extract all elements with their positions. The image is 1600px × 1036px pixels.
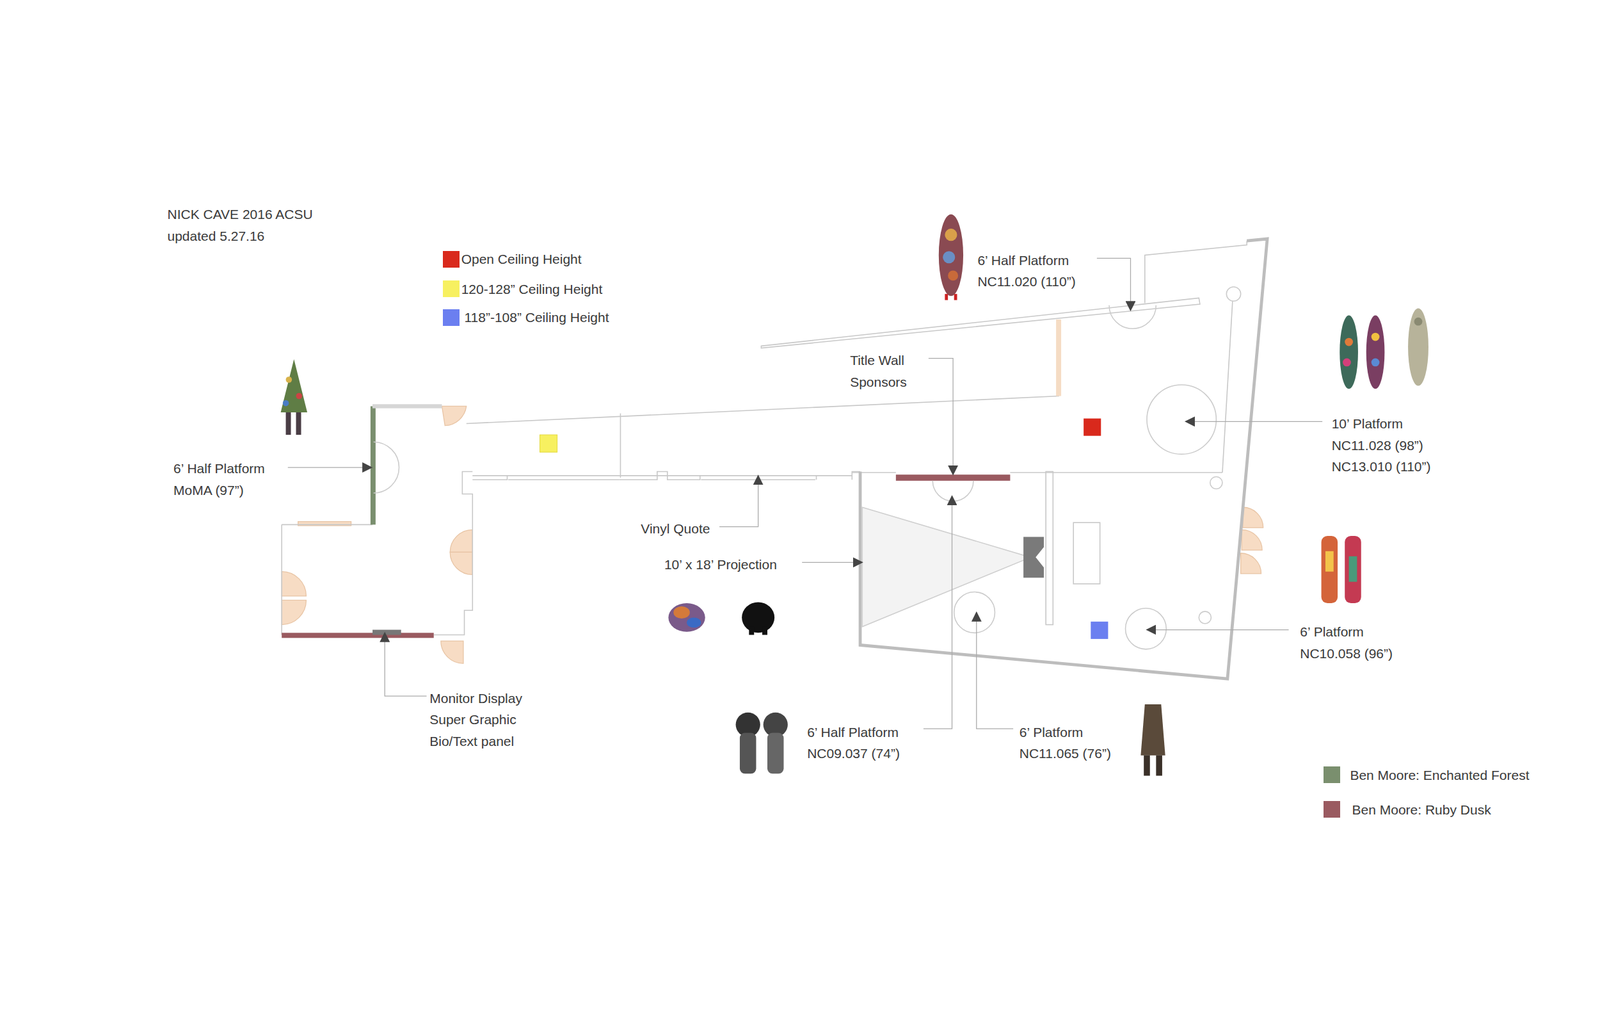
legend-swatch bbox=[1323, 800, 1341, 818]
monitor bbox=[372, 629, 402, 635]
leader-lines bbox=[288, 257, 1323, 729]
callout-label: 6’ Platform bbox=[1019, 723, 1084, 740]
callout-label: MoMA (97”) bbox=[173, 481, 244, 498]
plan-title: NICK CAVE 2016 ACSU bbox=[167, 206, 313, 223]
callout-label: 6’ Platform bbox=[1299, 623, 1364, 640]
grey-wall bbox=[372, 403, 442, 408]
outer-wall bbox=[860, 238, 1268, 679]
callout-label: Bio/Text panel bbox=[429, 732, 514, 749]
callout-label: Super Graphic bbox=[429, 711, 516, 728]
beige-wall bbox=[1056, 319, 1062, 397]
callout-label: 10’ Platform bbox=[1331, 415, 1403, 432]
ruby-dusk-wall bbox=[281, 632, 434, 638]
legend-text: Open Ceiling Height bbox=[461, 250, 582, 267]
callout-label: NC13.010 (110”) bbox=[1331, 458, 1432, 475]
legend-swatch bbox=[442, 309, 460, 326]
title-wall bbox=[896, 474, 1011, 481]
callout-label: 6’ Half Platform bbox=[173, 460, 265, 477]
callout-label: NC09.037 (74”) bbox=[807, 744, 900, 761]
callout-label: 6’ Half Platform bbox=[977, 252, 1069, 269]
callout-label: NC11.020 (110”) bbox=[977, 273, 1076, 290]
costume-figures bbox=[280, 214, 1429, 776]
platforms bbox=[373, 286, 1241, 649]
legend-text: 118”-108” Ceiling Height bbox=[464, 309, 609, 326]
callout-label: Title Wall bbox=[849, 352, 905, 368]
projection bbox=[862, 506, 1044, 627]
legend-text: Ben Moore: Enchanted Forest bbox=[1349, 766, 1529, 783]
ceiling-markers bbox=[540, 418, 1109, 639]
legend-text: Ben Moore: Ruby Dusk bbox=[1352, 801, 1492, 818]
callout-label: Sponsors bbox=[849, 373, 907, 390]
callout-label: NC10.058 (96”) bbox=[1299, 645, 1393, 662]
walls bbox=[281, 240, 1247, 635]
legend-text: 120-128” Ceiling Height bbox=[461, 280, 603, 297]
callout-label: Vinyl Quote bbox=[640, 520, 710, 537]
callout-label: NC11.028 (98”) bbox=[1331, 437, 1424, 454]
doors bbox=[281, 405, 1264, 664]
legend-swatch bbox=[1323, 766, 1341, 783]
callout-label: updated 5.27.16 bbox=[167, 227, 265, 244]
enchanted-forest-wall bbox=[370, 405, 376, 525]
callout-label: 10’ x 18’ Projection bbox=[664, 556, 777, 573]
callout-label: NC11.065 (76”) bbox=[1019, 744, 1112, 761]
legend-swatch bbox=[442, 250, 460, 268]
callout-label: Monitor Display bbox=[429, 689, 523, 706]
legend-swatch bbox=[442, 280, 460, 297]
callout-label: 6’ Half Platform bbox=[807, 723, 899, 740]
